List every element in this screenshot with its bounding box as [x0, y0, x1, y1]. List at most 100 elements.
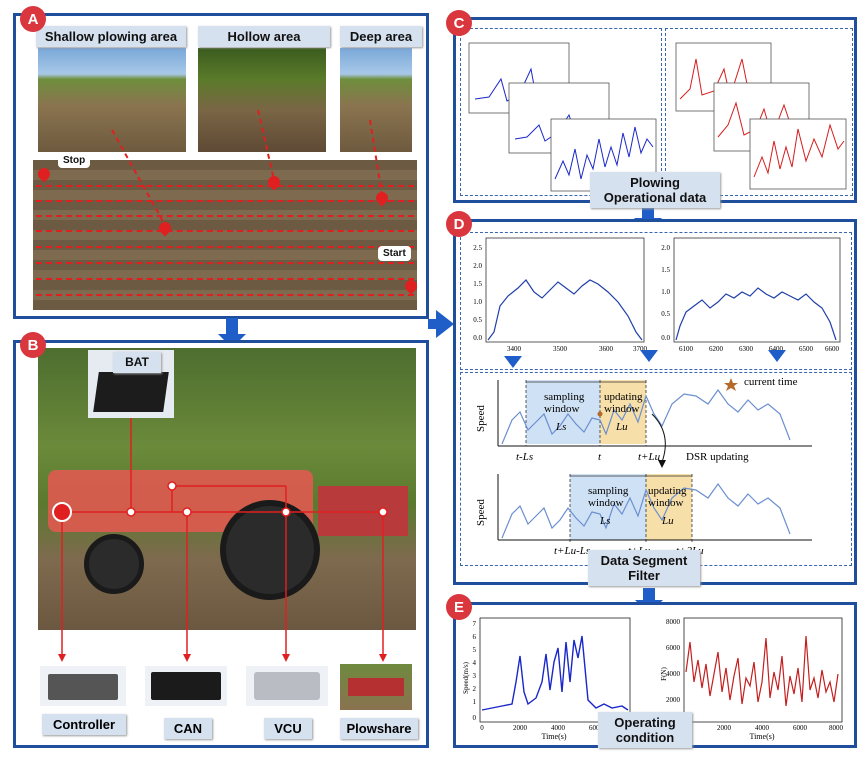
y-tick: 5 — [473, 646, 477, 654]
can-module-icon — [151, 672, 221, 700]
y-tick: 2.0 — [661, 244, 670, 252]
x-tick: 2000 — [513, 724, 528, 732]
field-line — [36, 278, 414, 280]
x-tick: 6000 — [793, 724, 808, 732]
t-minus-ls-label: t-Ls — [516, 451, 533, 463]
arrow-right-to-d — [436, 310, 454, 338]
x-tick: 3700 — [633, 345, 648, 353]
x-tick: 3400 — [507, 345, 522, 353]
x-tick: 6000 — [589, 724, 604, 732]
t-plus-lu-label: t+Lu — [638, 451, 661, 463]
tractor-front-wheel — [84, 534, 144, 594]
speed-axis-label: Speed — [475, 405, 487, 432]
lu-label: Lu — [615, 421, 628, 433]
vcu-label: VCU — [264, 718, 312, 739]
field-line — [36, 294, 414, 296]
x-tick: 6400 — [769, 345, 784, 353]
operational-force-charts — [665, 28, 853, 196]
vcu-module-icon — [254, 672, 320, 700]
x-tick: 4000 — [755, 724, 770, 732]
plowshare-device — [340, 664, 412, 710]
controller-label: Controller — [42, 714, 126, 735]
window-label-line: window — [544, 403, 580, 415]
operational-speed-charts — [460, 28, 662, 196]
y-tick: 4000 — [666, 670, 681, 678]
y-tick: 2 — [473, 685, 477, 693]
wiring-diagram — [52, 418, 388, 662]
vcu-device — [246, 666, 328, 706]
speed-stack — [468, 42, 657, 192]
y-tick: 0.0 — [661, 334, 670, 342]
can-device — [145, 666, 227, 706]
tractor-rear-wheel — [220, 500, 320, 600]
y-tick: 0.0 — [473, 334, 482, 342]
y-tick: 1.5 — [661, 266, 670, 274]
x-axis-label: Time(s) — [541, 732, 566, 741]
badge-a: A — [20, 6, 46, 32]
x-tick: 3500 — [553, 345, 568, 353]
field-line — [36, 200, 414, 202]
y-tick: 2000 — [666, 696, 681, 704]
y-tick: 1 — [473, 698, 477, 706]
current-time-label: current time — [744, 376, 798, 388]
y-tick: 0 — [473, 714, 477, 722]
arrow-d-to-e-shaft — [643, 588, 655, 602]
photo-deep-area — [340, 48, 412, 152]
y-tick: 1.0 — [661, 288, 670, 296]
arrow-c-to-d-shaft — [642, 204, 654, 220]
t-label: t — [598, 451, 602, 463]
y-tick: 6 — [473, 633, 477, 641]
plowing-operational-data-label: Plowing Operational data — [590, 172, 720, 208]
arrow-down-small — [504, 356, 522, 368]
speed-operating-chart: 7 6 5 4 3 2 1 0 0 2000 4000 6000 Time(s)… — [462, 617, 631, 741]
ls-label: Ls — [555, 421, 566, 433]
photo-shallow-plowing — [38, 48, 186, 152]
y-tick: 6000 — [666, 644, 681, 652]
force-stack — [675, 42, 847, 190]
start-bubble: Start — [378, 246, 411, 261]
window-label-line: window — [648, 497, 684, 509]
ls-label: Ls — [599, 515, 610, 527]
stop-bubble: Stop — [58, 153, 91, 168]
field-line — [36, 215, 414, 217]
badge-c: C — [446, 10, 472, 36]
y-tick: 4 — [473, 659, 477, 667]
window-label-line: window — [604, 403, 640, 415]
controller-icon — [48, 674, 118, 700]
x-tick: 3600 — [599, 345, 614, 353]
y-tick: 8000 — [666, 618, 681, 626]
y-axis-label: F(N) — [660, 667, 668, 681]
y-axis-label: Speed(m/s) — [462, 661, 470, 694]
x-tick: 2000 — [717, 724, 732, 732]
t-plus-lu-minus-ls-label: t+Lu-Ls — [554, 545, 590, 557]
can-label: CAN — [164, 718, 212, 739]
field-line — [36, 246, 414, 248]
x-tick: 6600 — [825, 345, 840, 353]
window-label-line: window — [588, 497, 624, 509]
y-tick: 3 — [473, 672, 477, 680]
y-tick: 2.0 — [473, 262, 482, 270]
x-tick: 6300 — [739, 345, 754, 353]
bat-label: BAT — [113, 352, 161, 373]
label-hollow-area: Hollow area — [198, 26, 330, 47]
x-tick: 8000 — [829, 724, 844, 732]
y-tick: 2.5 — [473, 244, 482, 252]
data-segment-filter-label: Data Segment Filter — [588, 550, 700, 586]
speed-axis-label: Speed — [475, 499, 487, 526]
field-line — [36, 185, 414, 187]
segment-charts-box — [460, 232, 852, 370]
x-tick: 4000 — [551, 724, 566, 732]
label-shallow-plowing-area: Shallow plowing area — [36, 26, 186, 47]
lu-label: Lu — [661, 515, 674, 527]
badge-d: D — [446, 211, 472, 237]
x-tick: 6200 — [709, 345, 724, 353]
y-tick: 1.5 — [473, 280, 482, 288]
arrow-down-small — [640, 350, 658, 362]
arrow-a-to-d-shaft — [428, 319, 442, 329]
y-tick: 0.5 — [473, 316, 482, 324]
y-tick: 0.5 — [661, 310, 670, 318]
